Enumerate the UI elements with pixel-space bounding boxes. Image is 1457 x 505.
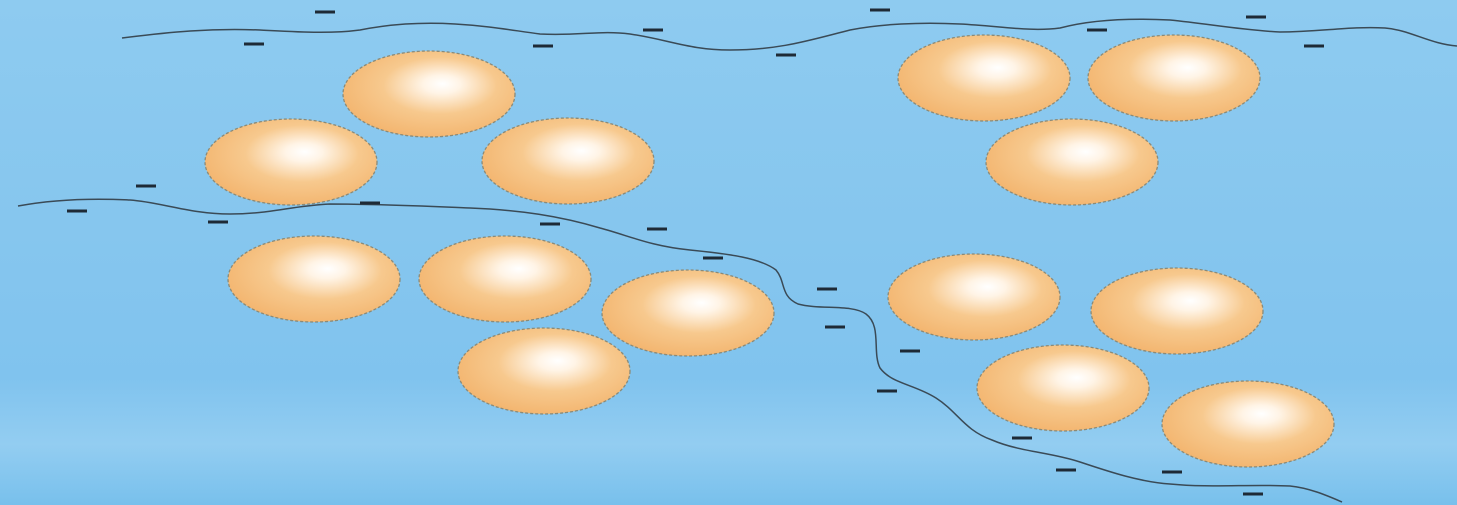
negative-charge-mark bbox=[776, 54, 796, 57]
negative-charge-mark bbox=[647, 228, 667, 231]
negative-charge-mark bbox=[315, 11, 335, 14]
negative-charge-mark bbox=[540, 223, 560, 226]
particle bbox=[228, 236, 400, 322]
negative-charge-mark bbox=[825, 326, 845, 329]
negative-charge-mark bbox=[244, 43, 264, 46]
particle bbox=[205, 119, 377, 205]
particle bbox=[986, 119, 1158, 205]
negative-charge-mark bbox=[1304, 45, 1324, 48]
particle bbox=[458, 328, 630, 414]
particle bbox=[602, 270, 774, 356]
particle bbox=[888, 254, 1060, 340]
negative-charge-mark bbox=[1012, 437, 1032, 440]
particle bbox=[482, 118, 654, 204]
negative-charge-mark bbox=[703, 257, 723, 260]
negative-charge-mark bbox=[877, 390, 897, 393]
negative-charge-mark bbox=[136, 185, 156, 188]
negative-charge-mark bbox=[533, 45, 553, 48]
negative-charge-mark bbox=[1246, 16, 1266, 19]
particle bbox=[898, 35, 1070, 121]
negative-charge-mark bbox=[1243, 493, 1263, 496]
particle bbox=[419, 236, 591, 322]
particle bbox=[1088, 35, 1260, 121]
negative-charge-mark bbox=[1056, 469, 1076, 472]
particle bbox=[1091, 268, 1263, 354]
negative-charge-mark bbox=[360, 202, 380, 205]
negative-charge-mark bbox=[643, 29, 663, 32]
particle bbox=[977, 345, 1149, 431]
negative-charge-mark bbox=[817, 288, 837, 291]
particle bbox=[343, 51, 515, 137]
negative-charge-mark bbox=[870, 9, 890, 12]
negative-charge-mark bbox=[1162, 471, 1182, 474]
negative-charge-mark bbox=[208, 221, 228, 224]
negative-charge-mark bbox=[900, 350, 920, 353]
particle bbox=[1162, 381, 1334, 467]
negative-charge-mark bbox=[1087, 29, 1107, 32]
negative-charge-mark bbox=[67, 210, 87, 213]
